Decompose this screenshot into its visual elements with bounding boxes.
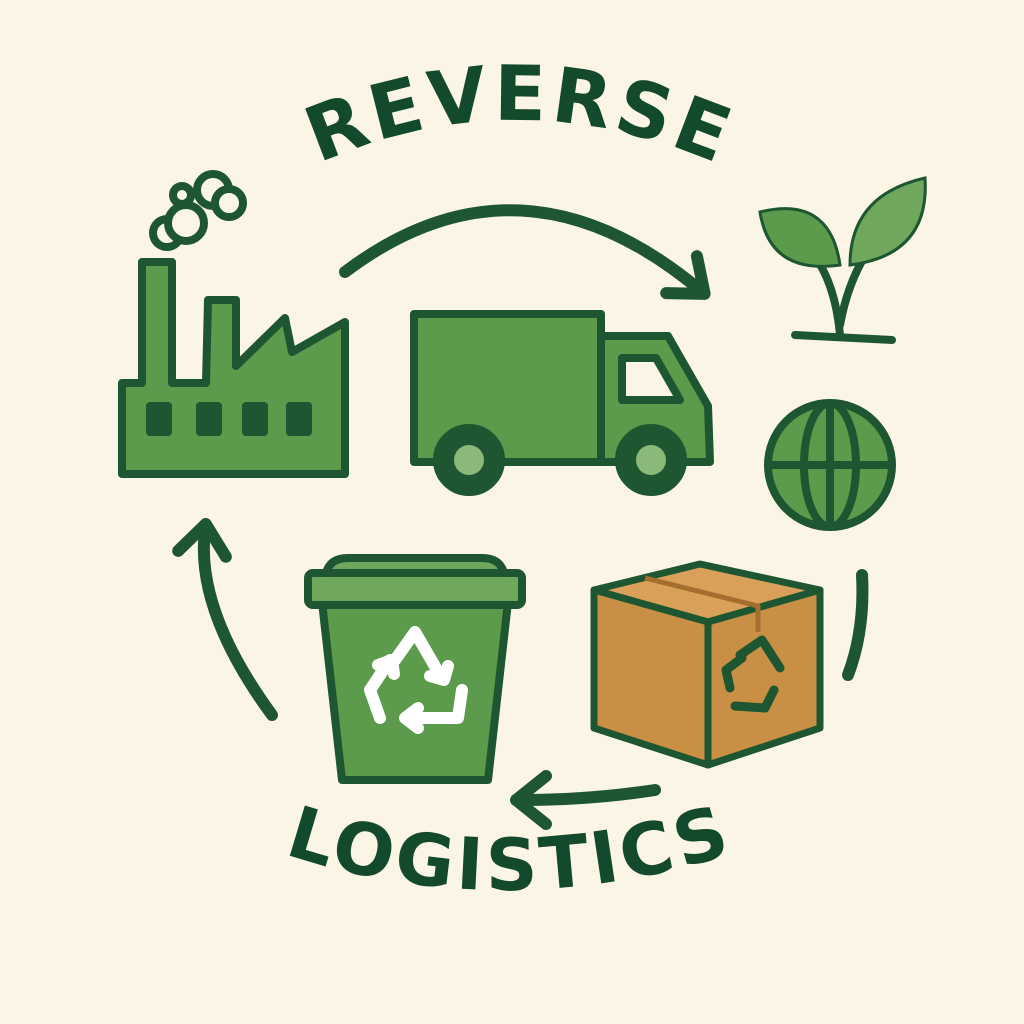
bin-lid	[304, 569, 526, 609]
cardboard-box-icon	[590, 560, 824, 769]
arrow-top	[339, 204, 711, 300]
globe-icon	[764, 399, 896, 531]
smoke-icon	[149, 170, 247, 251]
arrow-left	[172, 518, 278, 721]
truck-window	[618, 354, 684, 404]
delivery-truck-icon	[410, 310, 714, 496]
factory-icon	[118, 258, 349, 478]
recycle-symbol-icon	[364, 626, 468, 734]
box-side-left	[590, 586, 712, 769]
title-top: REVERSE	[293, 49, 746, 181]
box-recycle-symbol-icon	[721, 635, 785, 713]
cycle-arrow-icon	[172, 204, 869, 830]
recycling-bin-icon	[304, 554, 526, 784]
box-side-right	[704, 586, 824, 769]
title-bottom: LOGISTICS	[279, 788, 741, 907]
bin-lid-top	[322, 554, 508, 577]
arrow-bottom	[510, 769, 661, 830]
sprout-icon	[758, 176, 927, 344]
arrow-right	[842, 569, 869, 681]
